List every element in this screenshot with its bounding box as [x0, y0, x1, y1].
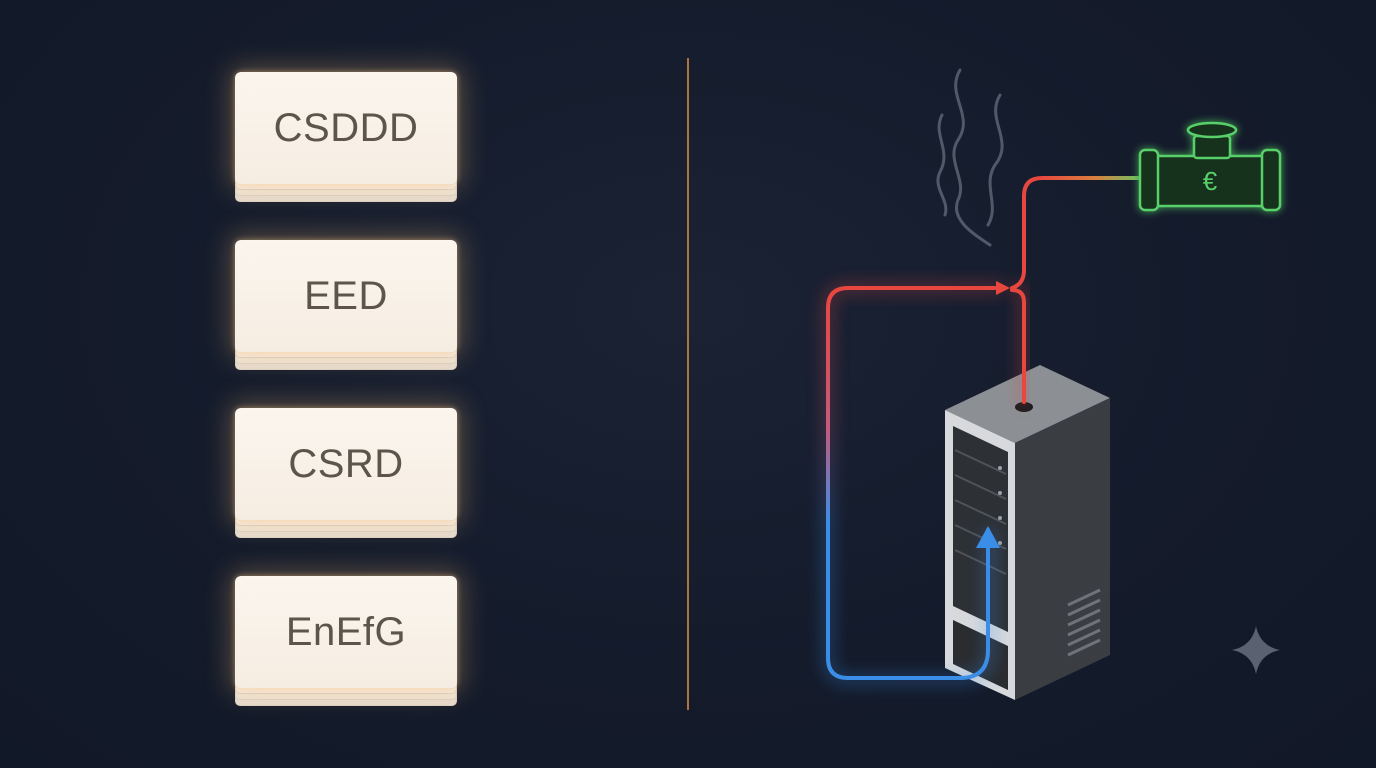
euro-symbol: €	[1203, 166, 1218, 196]
regulation-card-csrd: CSRD	[235, 408, 457, 540]
regulation-card-enefg: EnEfG	[235, 576, 457, 708]
card-face: CSRD	[235, 408, 457, 520]
cold-flow-arrow-icon	[976, 526, 1000, 548]
regulation-card-eed: EED	[235, 240, 457, 372]
regulation-label: CSRD	[288, 441, 404, 486]
card-face: EED	[235, 240, 457, 352]
server-rack-icon	[945, 365, 1110, 700]
hot-flow-arrow-icon	[996, 281, 1010, 295]
regulation-label: EnEfG	[285, 609, 407, 654]
sparkle-icon	[1232, 626, 1280, 674]
regulation-label: CSDDD	[273, 105, 419, 150]
euro-valve-icon: €	[1138, 121, 1282, 212]
steam-icon	[936, 68, 1004, 247]
regulation-label: EED	[304, 273, 388, 318]
card-face: CSDDD	[235, 72, 457, 184]
vertical-divider	[687, 58, 689, 710]
card-face: EnEfG	[235, 576, 457, 688]
heat-pipe-icon	[826, 176, 1150, 680]
regulation-card-csddd: CSDDD	[235, 72, 457, 204]
